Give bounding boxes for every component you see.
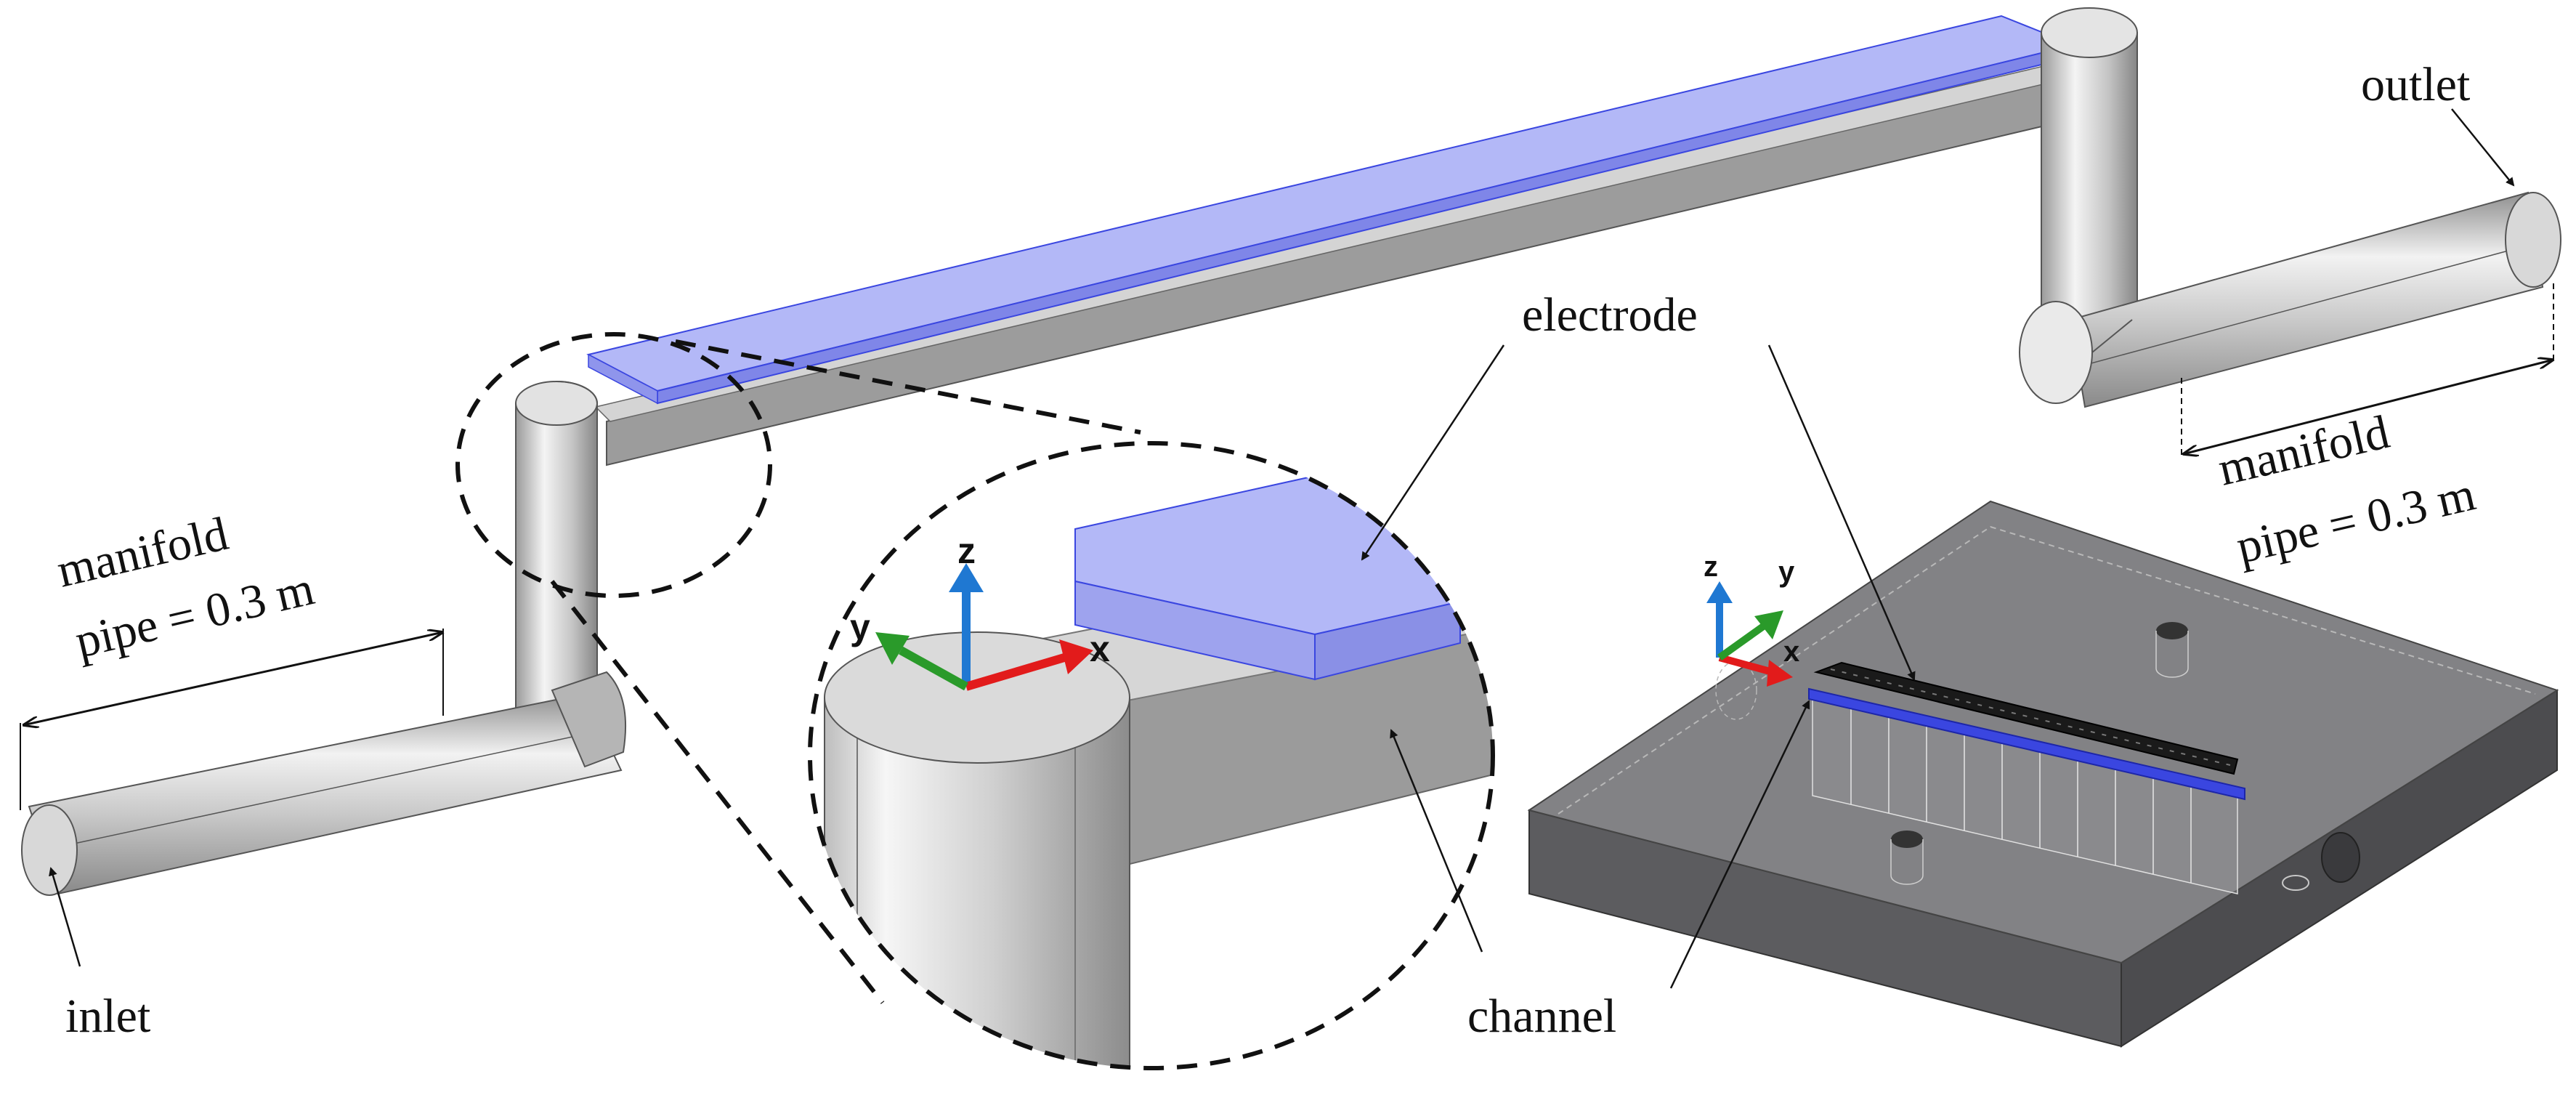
zoom-detail — [824, 467, 1493, 1068]
channel-leader-block — [1669, 700, 1810, 989]
zoom-axes-triad — [875, 563, 1093, 691]
zoom-axis-x-label: x — [1090, 629, 1110, 669]
main-channel — [594, 57, 2094, 466]
flow-cell-block — [1527, 500, 2559, 1048]
manifold-right-line1: manifold — [2214, 405, 2394, 496]
manifold-left-line1: manifold — [52, 507, 233, 598]
outlet-leader — [2451, 108, 2515, 187]
right-dimension — [2181, 283, 2553, 458]
electrode-label: electrode — [1522, 288, 1698, 342]
zoom-axis-y-label: y — [850, 607, 870, 647]
zoom-connector-bottom — [550, 580, 885, 1004]
inlet-leader — [49, 867, 81, 967]
zoom-source-circle — [455, 332, 772, 598]
block-axes-triad — [1706, 581, 1793, 687]
electrode-strip — [586, 15, 2077, 405]
zoom-axis-z-label: z — [957, 530, 976, 571]
zoom-circle — [808, 441, 1495, 1070]
block-axis-y-label: y — [1778, 556, 1795, 588]
inlet-manifold-pipe — [21, 671, 627, 896]
left-dimension — [20, 629, 443, 810]
outlet-label: outlet — [2361, 58, 2470, 111]
electrode-leader-block — [1767, 344, 1916, 681]
zoom-connector-top — [675, 339, 1141, 435]
inlet-label: inlet — [65, 990, 150, 1043]
block-axis-z-label: z — [1704, 551, 1718, 583]
channel-label: channel — [1467, 990, 1616, 1043]
block-axis-x-label: x — [1783, 636, 1799, 668]
electrode-leader-zoom — [1361, 344, 1505, 561]
channel-leader-zoom — [1390, 729, 1483, 953]
leader-lines — [49, 108, 2515, 989]
outlet-manifold-pipe — [2019, 191, 2561, 408]
